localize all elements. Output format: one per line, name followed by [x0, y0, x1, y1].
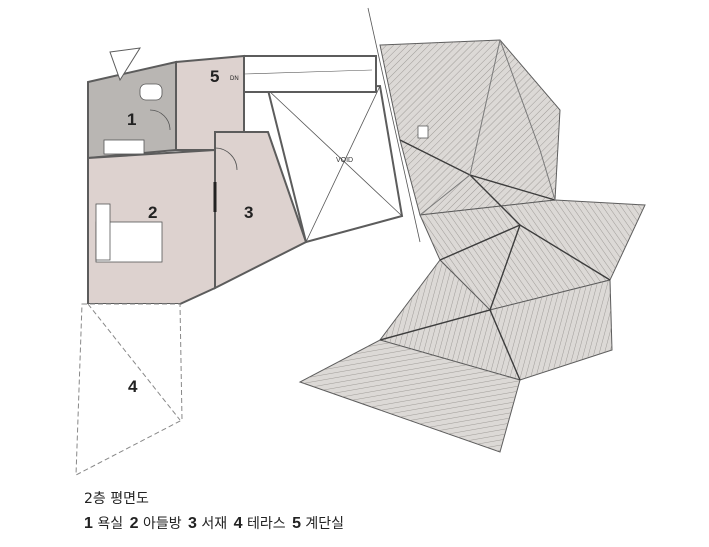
- legend-item: 5 계단실: [292, 515, 345, 532]
- terrace: [75, 303, 183, 476]
- void: VOID: [266, 7, 421, 244]
- stair-dn-label: DN: [230, 76, 239, 82]
- study: [213, 131, 308, 290]
- void-label: VOID: [336, 157, 353, 164]
- stair-hall: DN: [175, 54, 377, 151]
- legend-item: 1 욕실: [84, 515, 124, 532]
- room-number-5: 5: [210, 67, 219, 86]
- floor-plan: VOID DN 1 2 3 4 5: [75, 7, 646, 476]
- bathroom: [87, 60, 177, 160]
- room-number-3: 3: [244, 203, 253, 222]
- caption-title: 2층 평면도: [84, 491, 149, 507]
- caption: 2층 평면도 1 욕실 2 아들방 3 서재 4 테라스 5 계단실: [84, 489, 346, 535]
- room-number-2: 2: [148, 203, 157, 222]
- bedroom: [87, 148, 216, 305]
- sink-icon: [103, 139, 145, 155]
- room-number-1: 1: [127, 110, 136, 129]
- roof: [298, 39, 646, 453]
- legend-item: 2 아들방: [129, 515, 182, 532]
- legend-item: 3 서재: [188, 515, 228, 532]
- skylight: [109, 47, 141, 82]
- toilet-icon: [139, 83, 163, 101]
- caption-legend: 1 욕실 2 아들방 3 서재 4 테라스 5 계단실: [84, 513, 346, 535]
- room-number-4: 4: [128, 377, 138, 396]
- legend-item: 4 테라스: [233, 515, 286, 532]
- stair-treads: [243, 55, 377, 93]
